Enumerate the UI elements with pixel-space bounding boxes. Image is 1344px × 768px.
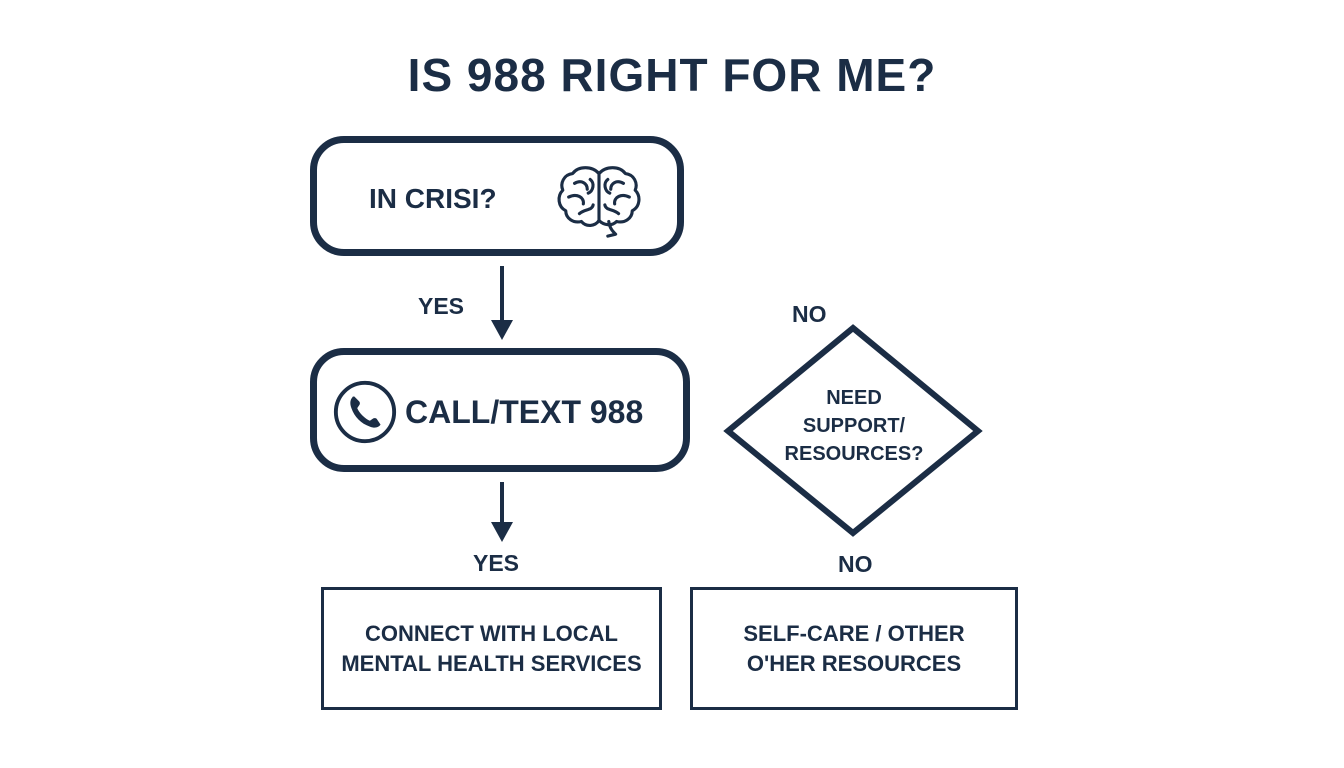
local-services-node: CONNECT WITH LOCAL MENTAL HEALTH SERVICE… <box>321 587 662 710</box>
decision-line-3: RESOURCES? <box>784 443 924 465</box>
call-text-988-label: CALL/TEXT 988 <box>405 394 644 430</box>
edge-label-no-2: NO <box>838 551 873 577</box>
decision-line-2: SUPPORT/ <box>802 415 906 437</box>
arrowhead-crisis-to-call <box>491 320 513 340</box>
local-services-line-1: CONNECT WITH LOCAL <box>365 620 618 646</box>
local-services-line-2: MENTAL HEALTH SERVICES <box>341 650 642 676</box>
decision-question-label: NEED SUPPORT/ RESOURCES? <box>740 384 968 468</box>
arrowhead-call-to-local <box>491 522 513 542</box>
phone-icon <box>333 380 397 444</box>
call-text-988-node: CALL/TEXT 988 <box>310 348 690 472</box>
crisis-question-label: IN CRISI? <box>369 183 497 214</box>
edge-label-no-1: NO <box>792 301 827 327</box>
self-care-line-1: SELF-CARE / OTHER <box>743 620 965 646</box>
crisis-question-node: IN CRISI? <box>310 136 684 256</box>
decision-diamond <box>723 324 983 537</box>
page-title: IS 988 RIGHT FOR ME? <box>407 49 937 101</box>
edge-label-yes-2: YES <box>473 550 520 576</box>
self-care-node: SELF-CARE / OTHER O'HER RESOURCES <box>690 587 1018 710</box>
brain-icon <box>557 166 641 238</box>
self-care-line-2: O'HER RESOURCES <box>746 650 962 676</box>
decision-line-1: NEED <box>826 387 882 409</box>
edge-label-yes-1: YES <box>418 293 465 319</box>
